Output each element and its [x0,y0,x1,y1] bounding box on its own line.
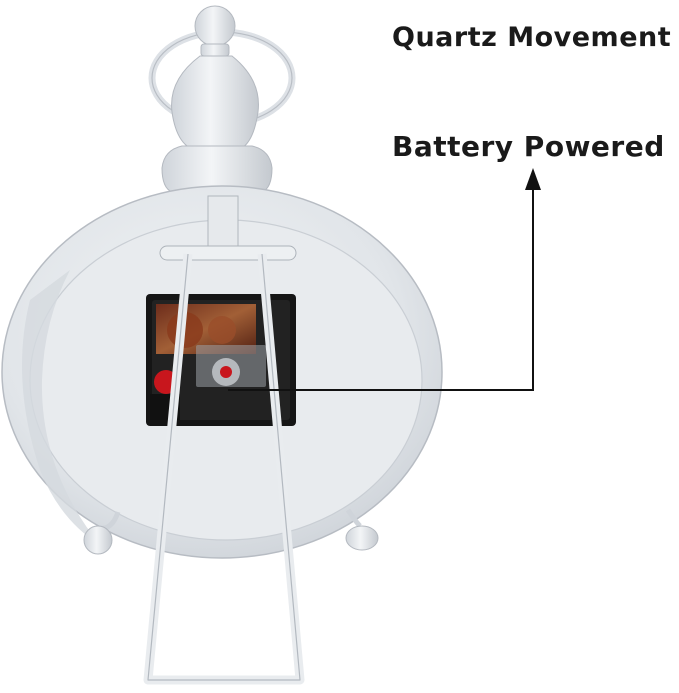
quartz-movement-label: Quartz Movement [392,22,672,53]
left-foot [83,511,121,555]
finial-knob [194,5,236,47]
annotation-pointer [228,168,541,391]
right-foot [345,508,379,551]
finial-body [171,55,259,149]
arrow-up-icon [525,168,541,190]
battery-powered-label: Battery Powered [392,130,665,163]
top-bracket [207,195,239,249]
